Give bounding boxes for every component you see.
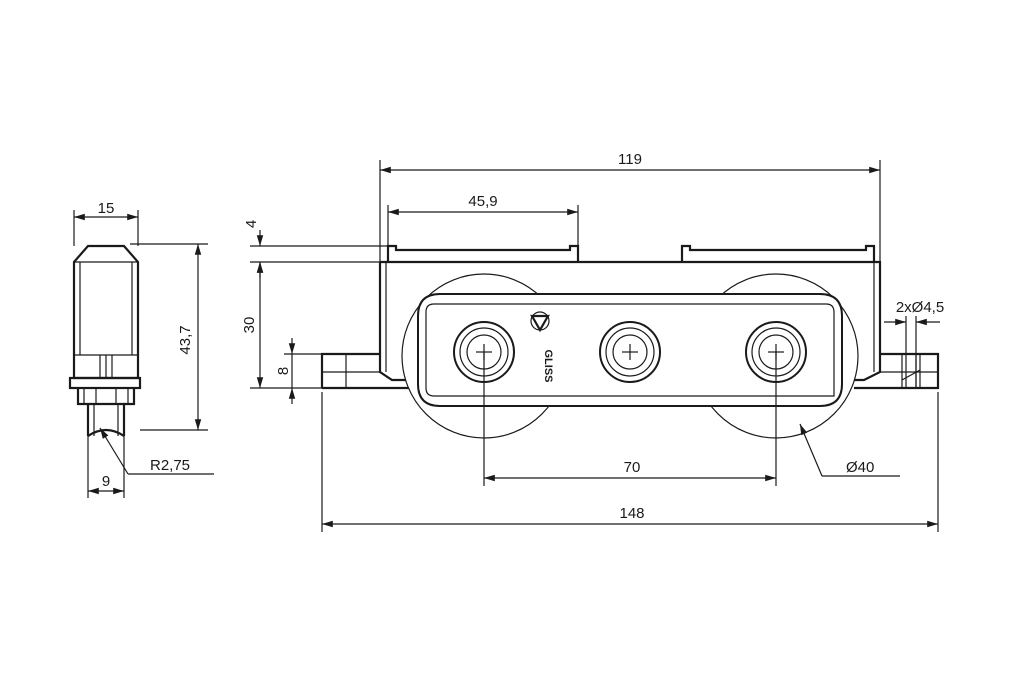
front-wheel-diameter-label: Ø40 [846, 459, 874, 476]
front-height-label: 30 [241, 317, 258, 334]
front-overall-top-label: 119 [618, 151, 642, 168]
front-base-height-label: 8 [275, 367, 292, 375]
side-radius-label: R2,75 [150, 457, 190, 474]
front-hole-label: 2xØ4,5 [896, 299, 944, 316]
brand-text: GLISS [542, 349, 554, 382]
front-thickness-label: 4 [243, 220, 260, 228]
side-height-label: 43,7 [177, 325, 194, 354]
side-view: 15 43,7 9 R2,75 [68, 200, 214, 498]
side-width-label: 15 [98, 200, 115, 217]
front-overall-width-label: 148 [619, 505, 644, 522]
hub-middle [599, 321, 661, 383]
front-view: GLISS 119 45,9 4 30 8 2xØ4,5 [241, 151, 944, 532]
brand-logo: GLISS [530, 311, 554, 383]
front-wheel-spacing-label: 70 [624, 459, 641, 476]
side-bottom-width-label: 9 [102, 473, 110, 490]
front-top-segment-label: 45,9 [468, 193, 497, 210]
